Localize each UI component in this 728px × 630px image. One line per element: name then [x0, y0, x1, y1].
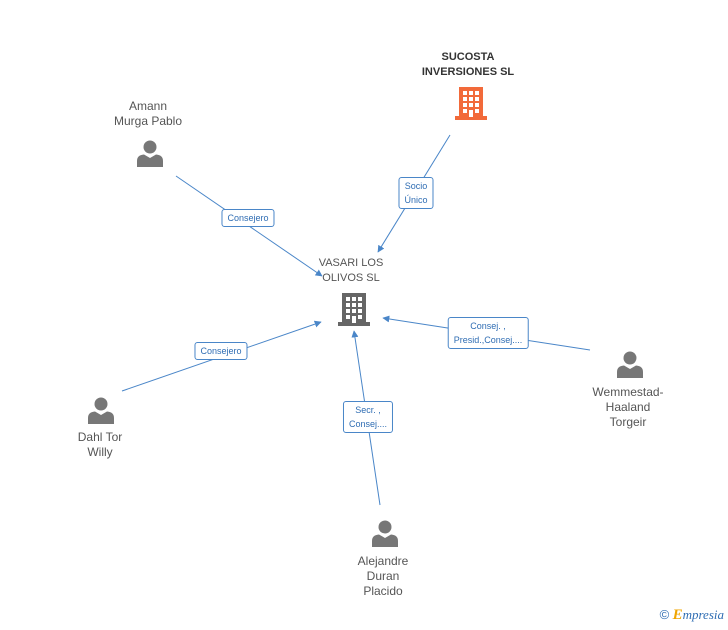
dahl-name-line2: Willy	[87, 445, 113, 459]
vasari-label[interactable]: VASARI LOS OLIVOS SL	[319, 256, 384, 286]
sucosta-name-line1: SUCOSTA	[441, 51, 495, 63]
alejandre-name-line3: Placido	[363, 584, 403, 598]
vasari-name-line1: VASARI LOS	[318, 257, 384, 269]
edge-label-line1: Socio	[404, 181, 428, 191]
edge-label-line2: Único	[404, 195, 428, 205]
edge-label-consejero-amann[interactable]: Consejero	[221, 209, 275, 227]
edge-label-consejero-dahl[interactable]: Consejero	[194, 342, 248, 360]
edge-label-socio-unico[interactable]: Socio Único	[398, 177, 434, 209]
edge-label-line2: Presid.,Consej....	[453, 335, 523, 345]
edge-label-line1: Consejero	[200, 346, 242, 356]
person-icon[interactable]	[371, 519, 399, 547]
person-icon[interactable]	[87, 396, 115, 424]
wemmestad-name-line1: Wemmestad-	[592, 385, 664, 399]
sucosta-name-line2: INVERSIONES SL	[421, 66, 515, 78]
empresia-watermark: © Empresia	[660, 607, 724, 624]
edge-label-line1: Consejero	[227, 213, 269, 223]
copyright-symbol: ©	[659, 607, 670, 622]
edge-label-secr-consej[interactable]: Secr. , Consej....	[342, 401, 394, 433]
person-icon[interactable]	[616, 350, 644, 378]
alejandre-name-line1: Alejandre	[357, 554, 409, 568]
brand-initial: E	[672, 607, 683, 623]
wemmestad-label[interactable]: Wemmestad- Haaland Torgeir	[592, 385, 663, 430]
edge-label-line1: Secr. ,	[355, 405, 381, 415]
edge-label-consej-presid[interactable]: Consej. , Presid.,Consej....	[447, 317, 529, 349]
amann-name-line2: Murga Pablo	[113, 114, 183, 128]
alejandre-name-line2: Duran	[366, 569, 400, 583]
dahl-name-line1: Dahl Tor	[77, 430, 123, 444]
sucosta-label[interactable]: SUCOSTA INVERSIONES SL	[422, 50, 514, 80]
building-icon[interactable]	[338, 291, 370, 327]
person-icon[interactable]	[136, 139, 164, 167]
brand-name: mpresia	[682, 607, 724, 622]
dahl-label[interactable]: Dahl Tor Willy	[78, 430, 122, 460]
vasari-name-line2: OLIVOS SL	[322, 272, 380, 284]
wemmestad-name-line3: Torgeir	[609, 415, 647, 429]
amann-name-line1: Amann	[128, 99, 168, 113]
alejandre-label[interactable]: Alejandre Duran Placido	[358, 554, 409, 599]
edge-label-line1: Consej. ,	[470, 321, 506, 331]
edge-label-line2: Consej....	[348, 419, 388, 429]
building-icon[interactable]	[455, 85, 487, 121]
amann-label[interactable]: Amann Murga Pablo	[114, 99, 182, 129]
wemmestad-name-line2: Haaland	[605, 400, 651, 414]
